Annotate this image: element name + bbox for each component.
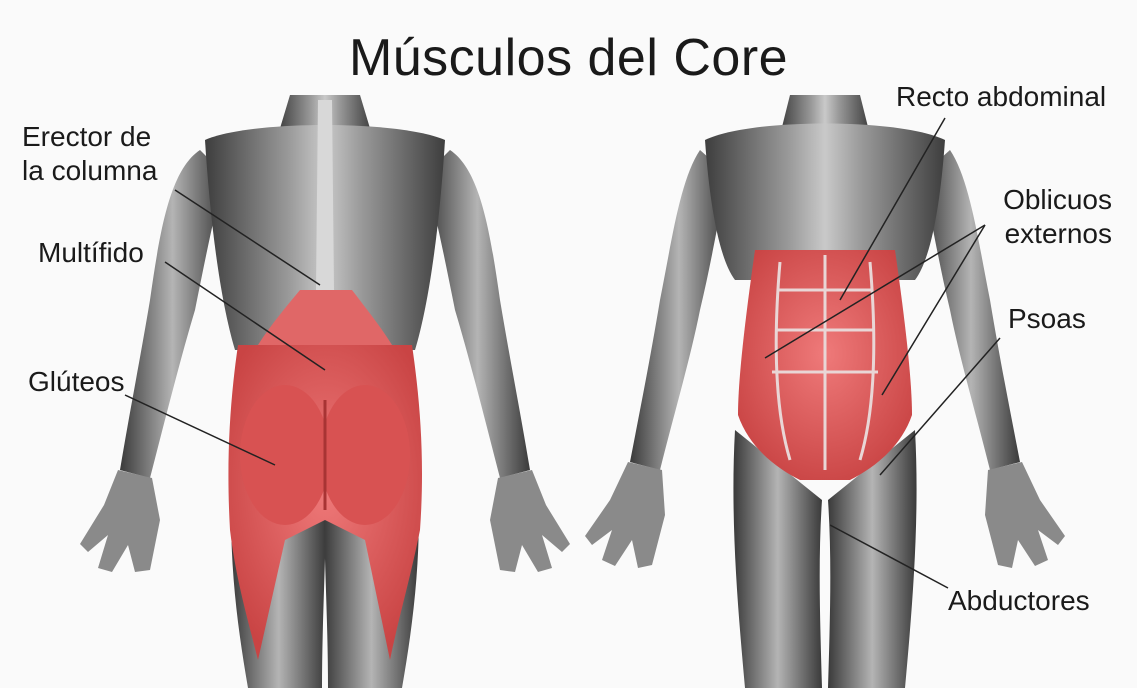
back-spine xyxy=(316,100,334,290)
back-right-hand xyxy=(490,470,570,572)
back-left-arm xyxy=(120,150,225,478)
label-erector-line2: la columna xyxy=(22,154,157,188)
back-left-hand xyxy=(80,470,160,572)
label-recto-abdominal: Recto abdominal xyxy=(896,80,1106,114)
label-oblicuos: Oblicuos externos xyxy=(990,183,1112,251)
back-right-arm xyxy=(425,150,530,478)
front-left-hand xyxy=(585,462,665,568)
label-psoas: Psoas xyxy=(1008,302,1086,336)
diagram-title: Músculos del Core xyxy=(0,28,1137,88)
label-oblicuos-line1: Oblicuos xyxy=(990,183,1112,217)
label-abductores: Abductores xyxy=(948,584,1090,618)
label-erector: Erector de la columna xyxy=(22,120,157,188)
label-oblicuos-line2: externos xyxy=(990,217,1112,251)
label-erector-line1: Erector de xyxy=(22,120,157,154)
label-gluteos: Glúteos xyxy=(28,365,125,399)
back-right-glute xyxy=(320,385,410,525)
label-multifido: Multífido xyxy=(38,236,144,270)
front-right-hand xyxy=(985,462,1065,568)
